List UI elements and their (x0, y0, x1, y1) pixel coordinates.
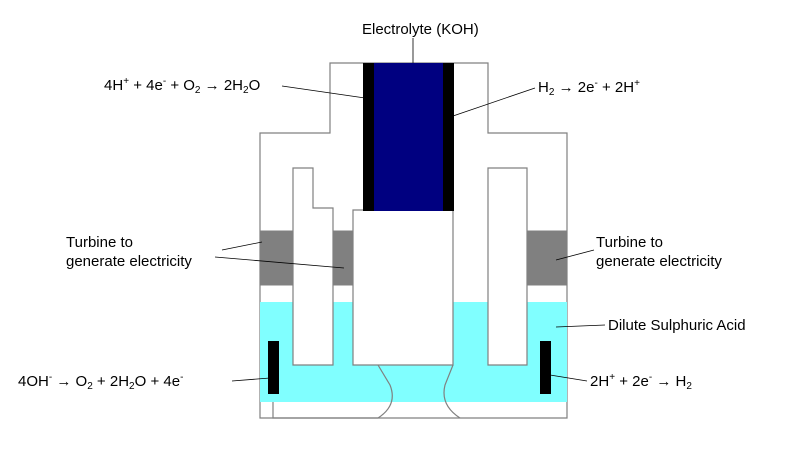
leader-bottom-left (231, 377, 271, 382)
leader-acid (555, 324, 606, 328)
leader-bottom-right (549, 374, 588, 382)
turbine-right-label-line2: generate electricity (596, 253, 722, 270)
leader-top-left (281, 85, 366, 99)
right-inner-channel (487, 167, 528, 366)
bottom-left-equation: 4OH- → O2 + 2H2O + 4e- (18, 372, 184, 392)
turbine-left-label-line1: Turbine to (66, 234, 133, 251)
left-inner-channel (292, 167, 334, 366)
electrode-top-right (443, 63, 454, 211)
turbine-right-label-line1: Turbine to (596, 234, 663, 251)
electrode-top-left (363, 63, 374, 211)
electrode-bottom-right (540, 341, 551, 394)
leader-turbine-right (555, 249, 595, 261)
top-left-equation: 4H+ + 4e- + O2 → 2H2O (104, 76, 261, 96)
electrode-bottom-left (268, 341, 279, 394)
turbine-left-label-line2: generate electricity (66, 253, 192, 270)
electrolyte-label: Electrolyte (KOH) (362, 21, 479, 38)
acid-label: Dilute Sulphuric Acid (608, 317, 746, 334)
electrolyte-block (363, 63, 454, 211)
top-right-equation: H2 → 2e- + 2H+ (538, 78, 640, 98)
center-inner-channel (352, 209, 454, 366)
leader-top-right (452, 87, 536, 117)
leader-turbine-left-1 (221, 241, 263, 251)
turbine-right (526, 230, 568, 286)
bottom-right-equation: 2H+ + 2e- → H2 (590, 372, 692, 392)
leader-turbine-left-2 (214, 256, 345, 269)
lower-tube (272, 364, 461, 419)
